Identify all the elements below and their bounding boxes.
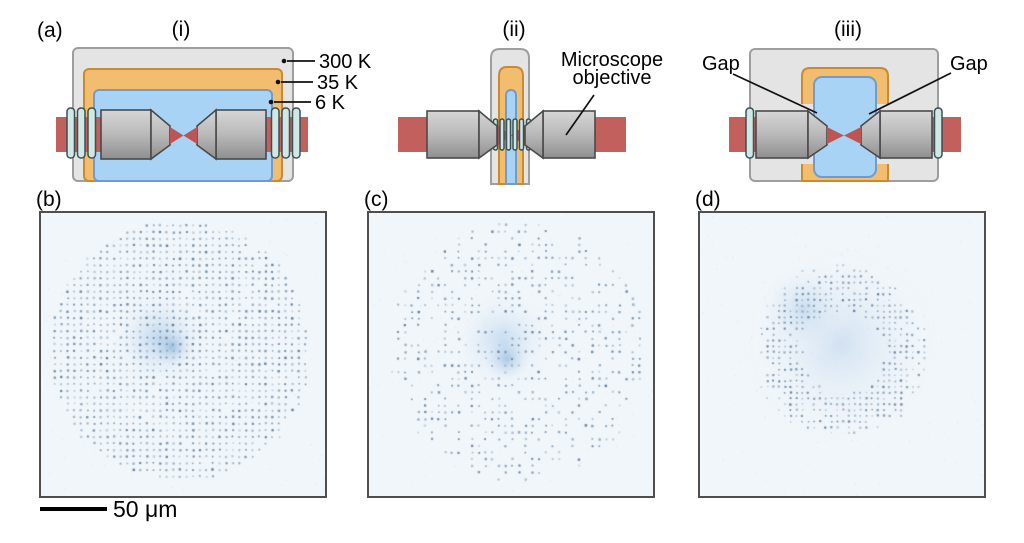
viewport-window [745,107,755,159]
focused-beam-cone-right [844,127,861,144]
viewport-window [505,118,512,151]
focused-beam-cone-left [170,127,184,144]
viewport-window [66,107,76,159]
panel-c-label: (c) [364,188,389,211]
inset-ii-label: (ii) [502,18,525,41]
viewport-window [499,118,505,151]
inset-i-label: (i) [172,18,191,41]
leader-line-gap-left [732,73,818,114]
viewport-window [291,107,301,159]
viewport-window [518,118,525,151]
atom-array-canvas-b [41,213,325,496]
objective-label-line1: Microscope [561,49,663,71]
objective-right-tip [196,108,217,161]
leader-dot-35k [275,79,281,85]
objective-left-body [426,110,480,159]
schematics-row: (a) (i) 300 K [37,18,988,185]
schematic-i: (i) 300 K 35 K 6 K [56,18,372,182]
panel-d-label: (d) [695,188,721,211]
viewport-window [270,107,280,159]
atom-array-image-d [698,211,986,498]
gap-label-left: Gap [702,53,740,75]
inset-iii-label: (iii) [834,18,862,41]
panel-b-label: (b) [36,188,62,211]
objective-left-tip [150,108,171,161]
viewport-window [281,107,291,159]
objective-left-body [100,109,152,160]
leader-line-gap-right [868,72,952,115]
objective-left-tip [807,109,828,160]
focused-beam-cone-right [183,127,197,144]
atom-array-canvas-c [369,213,653,496]
schematic-ii: (ii) Microscope objective [398,18,663,185]
leader-line-objective [565,94,595,136]
viewport-window [512,118,518,151]
atom-array-canvas-d [700,213,984,496]
panel-a-label: (a) [37,19,63,42]
gap-label-right: Gap [950,53,988,75]
viewport-window [76,107,86,159]
objective-label-line2: objective [573,67,652,89]
scale-bar-label: 50 μm [113,496,178,522]
leader-dot-6k [268,99,274,105]
atom-array-image-b [39,211,327,498]
temp-label-6k: 6 K [315,92,346,114]
temp-label-35k: 35 K [317,72,359,94]
viewport-window [933,107,943,159]
objective-right-tip [524,109,544,160]
objective-left-body [755,110,809,159]
objective-right-body [215,109,267,160]
objective-left-tip [478,109,498,160]
objective-right-body [879,110,933,159]
schematic-iii: (iii) Gap Gap [702,18,988,182]
atom-array-image-c [367,211,655,498]
viewport-window [87,107,97,159]
objective-right-body [542,110,596,159]
scale-bar [40,507,107,511]
leader-dot-300k [281,58,287,64]
temp-label-300k: 300 K [319,51,372,73]
focused-beam-cone-left [827,127,844,144]
objective-right-tip [860,109,881,160]
